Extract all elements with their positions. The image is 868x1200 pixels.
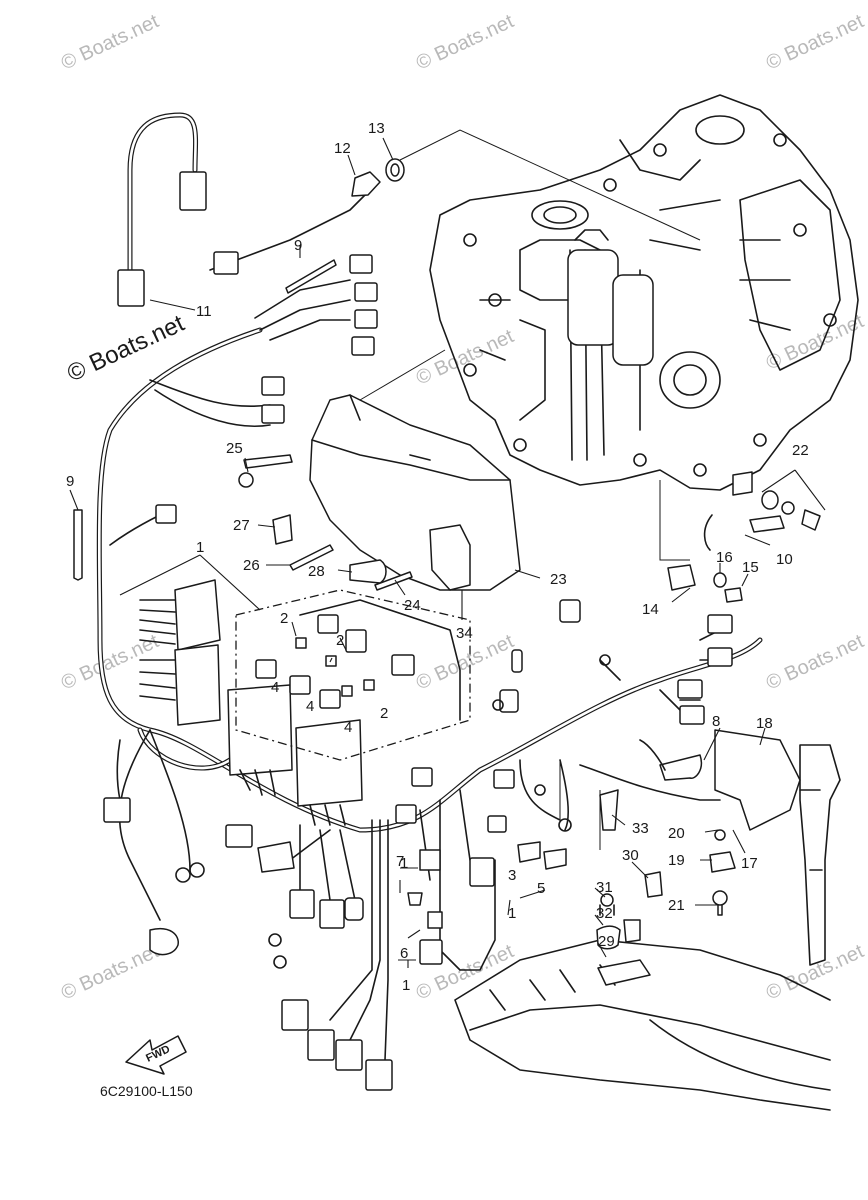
bottom-cowling	[454, 744, 841, 1111]
callout-3: 3	[508, 867, 516, 884]
callout-13: 13	[368, 120, 385, 137]
diagram-part-code: 6C29100-L150	[100, 1083, 193, 1099]
callout-31: 31	[596, 879, 613, 896]
callout-2: 2	[336, 632, 344, 649]
relay-kit-group	[235, 589, 471, 761]
callout-15: 15	[742, 559, 759, 576]
watermark: © Boats.net	[763, 940, 868, 1004]
callout-11: 11	[196, 303, 212, 320]
callout-18: 18	[756, 715, 773, 732]
watermark: © Boats.net	[763, 630, 868, 694]
callout-34: 34	[456, 625, 473, 642]
callout-30: 30	[622, 847, 639, 864]
callout-29: 29	[598, 933, 615, 950]
small-parts	[73, 158, 821, 986]
callout-33: 33	[632, 820, 649, 837]
callout-26: 26	[243, 557, 260, 574]
electrical-bracket-cover	[309, 394, 521, 591]
callout-28: 28	[308, 563, 325, 580]
callout-17: 17	[741, 855, 758, 872]
callout-9: 9	[294, 237, 302, 254]
callout-5: 5	[537, 880, 545, 897]
callout-23: 23	[550, 571, 567, 588]
watermark: © Boats.net	[413, 10, 518, 74]
callout-1: 1	[508, 905, 516, 922]
watermark-prominent: © Boats.net	[63, 310, 189, 388]
callout-22: 22	[792, 442, 809, 459]
engine-block	[429, 94, 859, 491]
cdi-units	[139, 579, 363, 826]
watermark: © Boats.net	[763, 10, 868, 74]
callout-21: 21	[668, 897, 685, 914]
callout-12: 12	[334, 140, 351, 157]
watermark: © Boats.net	[58, 10, 163, 74]
callout-14: 14	[642, 601, 659, 618]
callout-20: 20	[668, 825, 685, 842]
callout-2: 2	[380, 705, 388, 722]
callout-16: 16	[716, 549, 733, 566]
callout-19: 19	[668, 852, 685, 869]
callout-2: 2	[280, 610, 288, 627]
callout-1: 1	[400, 855, 408, 872]
extension-harness	[117, 112, 381, 307]
harness-connectors	[103, 254, 733, 1091]
watermark: © Boats.net	[58, 940, 163, 1004]
callout-1: 1	[402, 977, 410, 994]
callout-10: 10	[776, 551, 793, 568]
callout-7: 7	[396, 853, 404, 870]
callout-25: 25	[226, 440, 243, 457]
callout-27: 27	[233, 517, 250, 534]
leader-lines	[69, 137, 826, 968]
callout-4: 4	[306, 698, 314, 715]
callout-4: 4	[271, 679, 279, 696]
watermark: © Boats.net	[413, 325, 518, 389]
callout-32: 32	[596, 905, 613, 922]
callout-24: 24	[404, 597, 421, 614]
callout-9: 9	[66, 473, 74, 490]
callout-numbers: 1 1 1 1 2 2 2 3 4 4 4 5 6 7 8 9 9 10 11 …	[66, 120, 809, 994]
callout-8: 8	[712, 713, 720, 730]
forward-direction-arrow: FWD	[125, 1035, 187, 1075]
callout-1: 1	[196, 539, 204, 556]
callout-4: 4	[344, 719, 352, 736]
callout-6: 6	[400, 945, 408, 962]
